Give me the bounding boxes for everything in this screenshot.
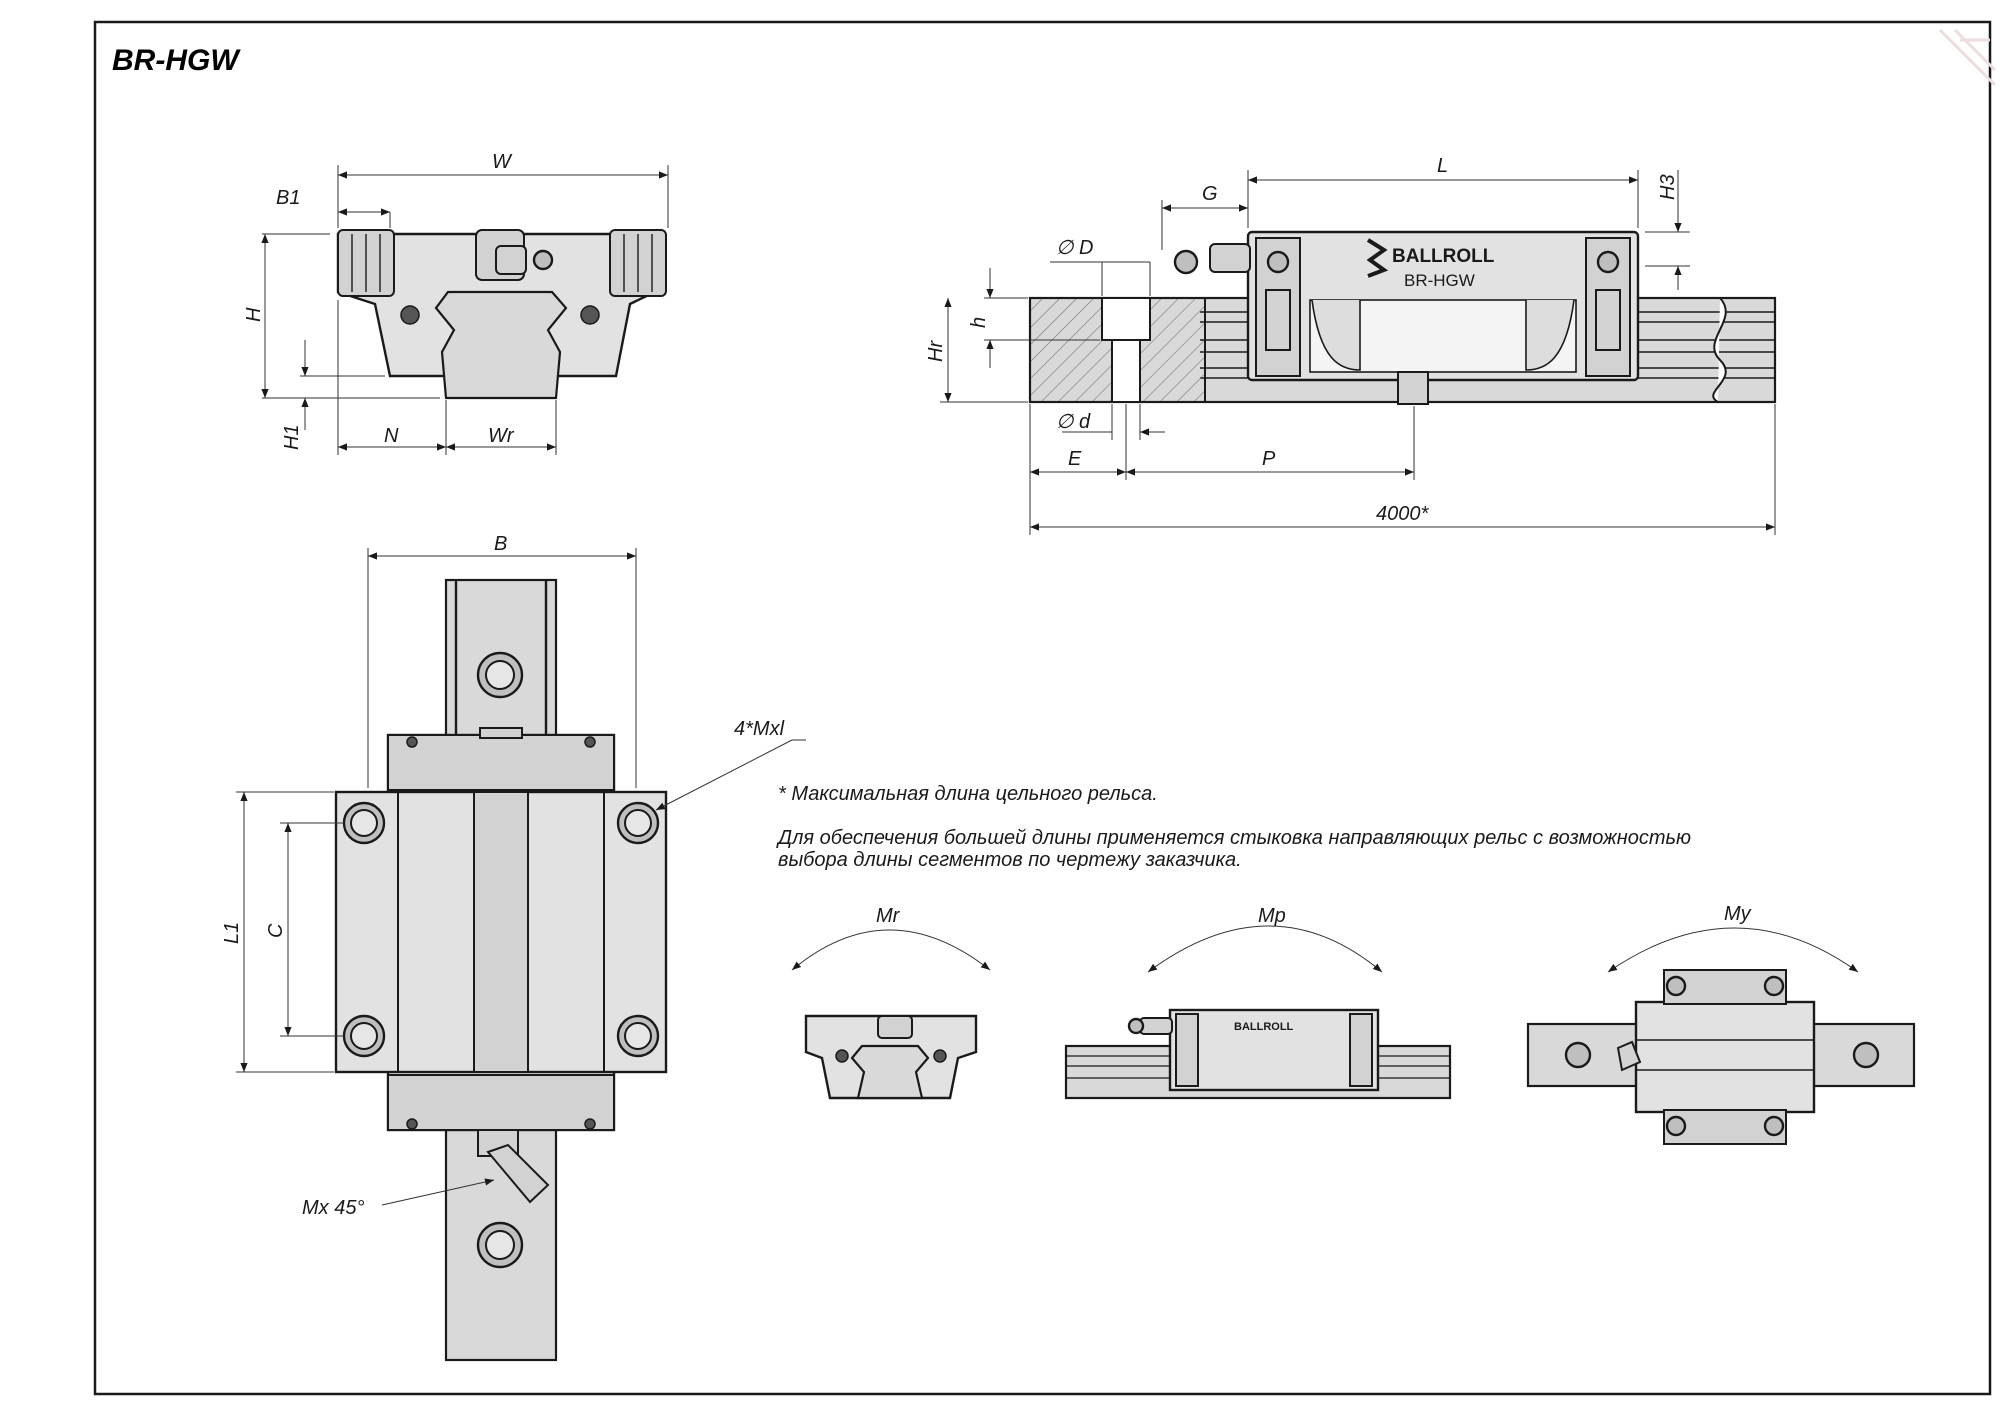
side-bolt-hole [1111,339,1141,403]
dim-H3: H3 [1657,174,1679,200]
mp-arc-arrow [1147,925,1383,973]
mp-carriage [1168,1008,1380,1092]
side-model-label: BR-HGW [1404,271,1475,290]
drawing-frame [93,20,1992,1396]
dim-rail-length: 4000* [1376,503,1429,525]
side-center-bolt [1397,371,1429,405]
dim-Wr: Wr [488,425,515,447]
ballroll-logo-icon [1366,238,1389,278]
front-nipple-head [532,249,554,271]
front-screw-left [400,305,420,325]
my-carriage-body [1634,1000,1816,1114]
top-center-strip [473,791,529,1073]
dim-N: N [384,425,399,447]
front-grease-nipple [495,245,527,275]
dim-H1: H1 [281,424,303,450]
moment-my: My [1526,903,1916,1145]
watermark-mark [1938,28,1997,87]
dim-Mx45: Mx 45° [302,1197,364,1219]
top-end-cap-bottom [387,1074,615,1131]
side-grease-fitting [1209,243,1251,273]
front-screw-right [580,305,600,325]
dim-P: P [1262,448,1276,470]
note-joining-line1: Для обеспечения большей длины применяетс… [776,827,1691,849]
side-screw-left [1266,250,1290,274]
moment-mp: Mp BALLROLL [1064,905,1452,1100]
dim-h: h [968,317,990,328]
side-seal-left [1265,289,1291,351]
dim-W: W [492,151,513,173]
dim-d: ∅ d [1056,411,1091,433]
dim-C: C [265,923,287,938]
dim-B1: B1 [276,187,300,209]
note-joining-line2: выбора длины сегментов по чертежу заказч… [778,849,1242,871]
drawing-title: BR-HGW [112,44,241,77]
top-view: B L1 C 4*Mxl Mx 45° [221,533,806,1362]
moment-mr: Mr [791,905,991,1100]
my-arc-arrow [1607,927,1859,973]
top-end-cap-top [387,734,615,791]
side-counterbore [1101,297,1151,341]
dim-L1: L1 [221,922,243,944]
dim-B: B [494,533,507,555]
moment-mr-label: Mr [876,905,901,927]
top-grease-angled [486,1143,550,1204]
dim-E: E [1068,448,1082,470]
dim-Hr: Hr [925,340,947,362]
side-screw-right [1596,250,1620,274]
mr-rail [850,1044,930,1100]
side-brand-label: BALLROLL [1392,246,1495,267]
side-recirculation [1311,299,1575,371]
dim-D: ∅ D [1056,237,1093,259]
dim-H: H [243,307,265,322]
dim-L: L [1437,155,1448,177]
dim-G: G [1202,183,1218,205]
dim-4Mxl: 4*Mxl [734,718,785,740]
note-max-length: * Максимальная длина цельного рельса. [778,783,1158,805]
side-break-line [1712,297,1727,403]
side-nipple-head [1173,249,1199,275]
moment-my-label: My [1724,903,1752,925]
moment-mp-label: Mp [1258,905,1286,927]
mp-brand-label: BALLROLL [1234,1021,1294,1033]
side-seal-right [1595,289,1621,351]
front-view: W B1 H H1 N Wr [243,151,669,455]
mr-arc-arrow [791,929,991,971]
side-view: BALLROLL BR-HGW L G H3 [925,155,1777,535]
front-rail-profile [434,290,568,400]
